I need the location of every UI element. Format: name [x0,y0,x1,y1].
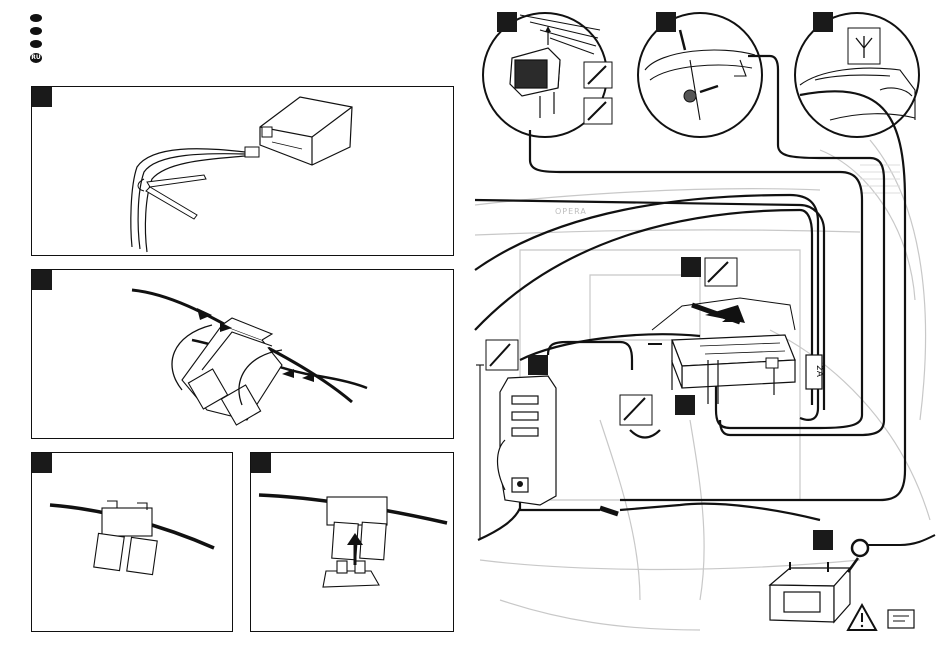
fuse-label: 2A [814,365,824,377]
step-panel-3 [31,452,233,632]
splice-connector-illustration [32,270,455,440]
cap-insertion-illustration [251,453,455,633]
language-badge [30,27,42,35]
step-panel-1 [31,86,454,256]
module-wiring-illustration [32,87,455,257]
dashboard-brand-text: OPERA [555,207,587,216]
closed-connector-illustration [32,453,234,633]
language-badge [30,14,42,22]
language-badge [30,40,42,48]
step-panel-2 [31,269,454,439]
step-panel-4 [250,452,454,632]
language-badge-ru: RU [30,53,42,63]
